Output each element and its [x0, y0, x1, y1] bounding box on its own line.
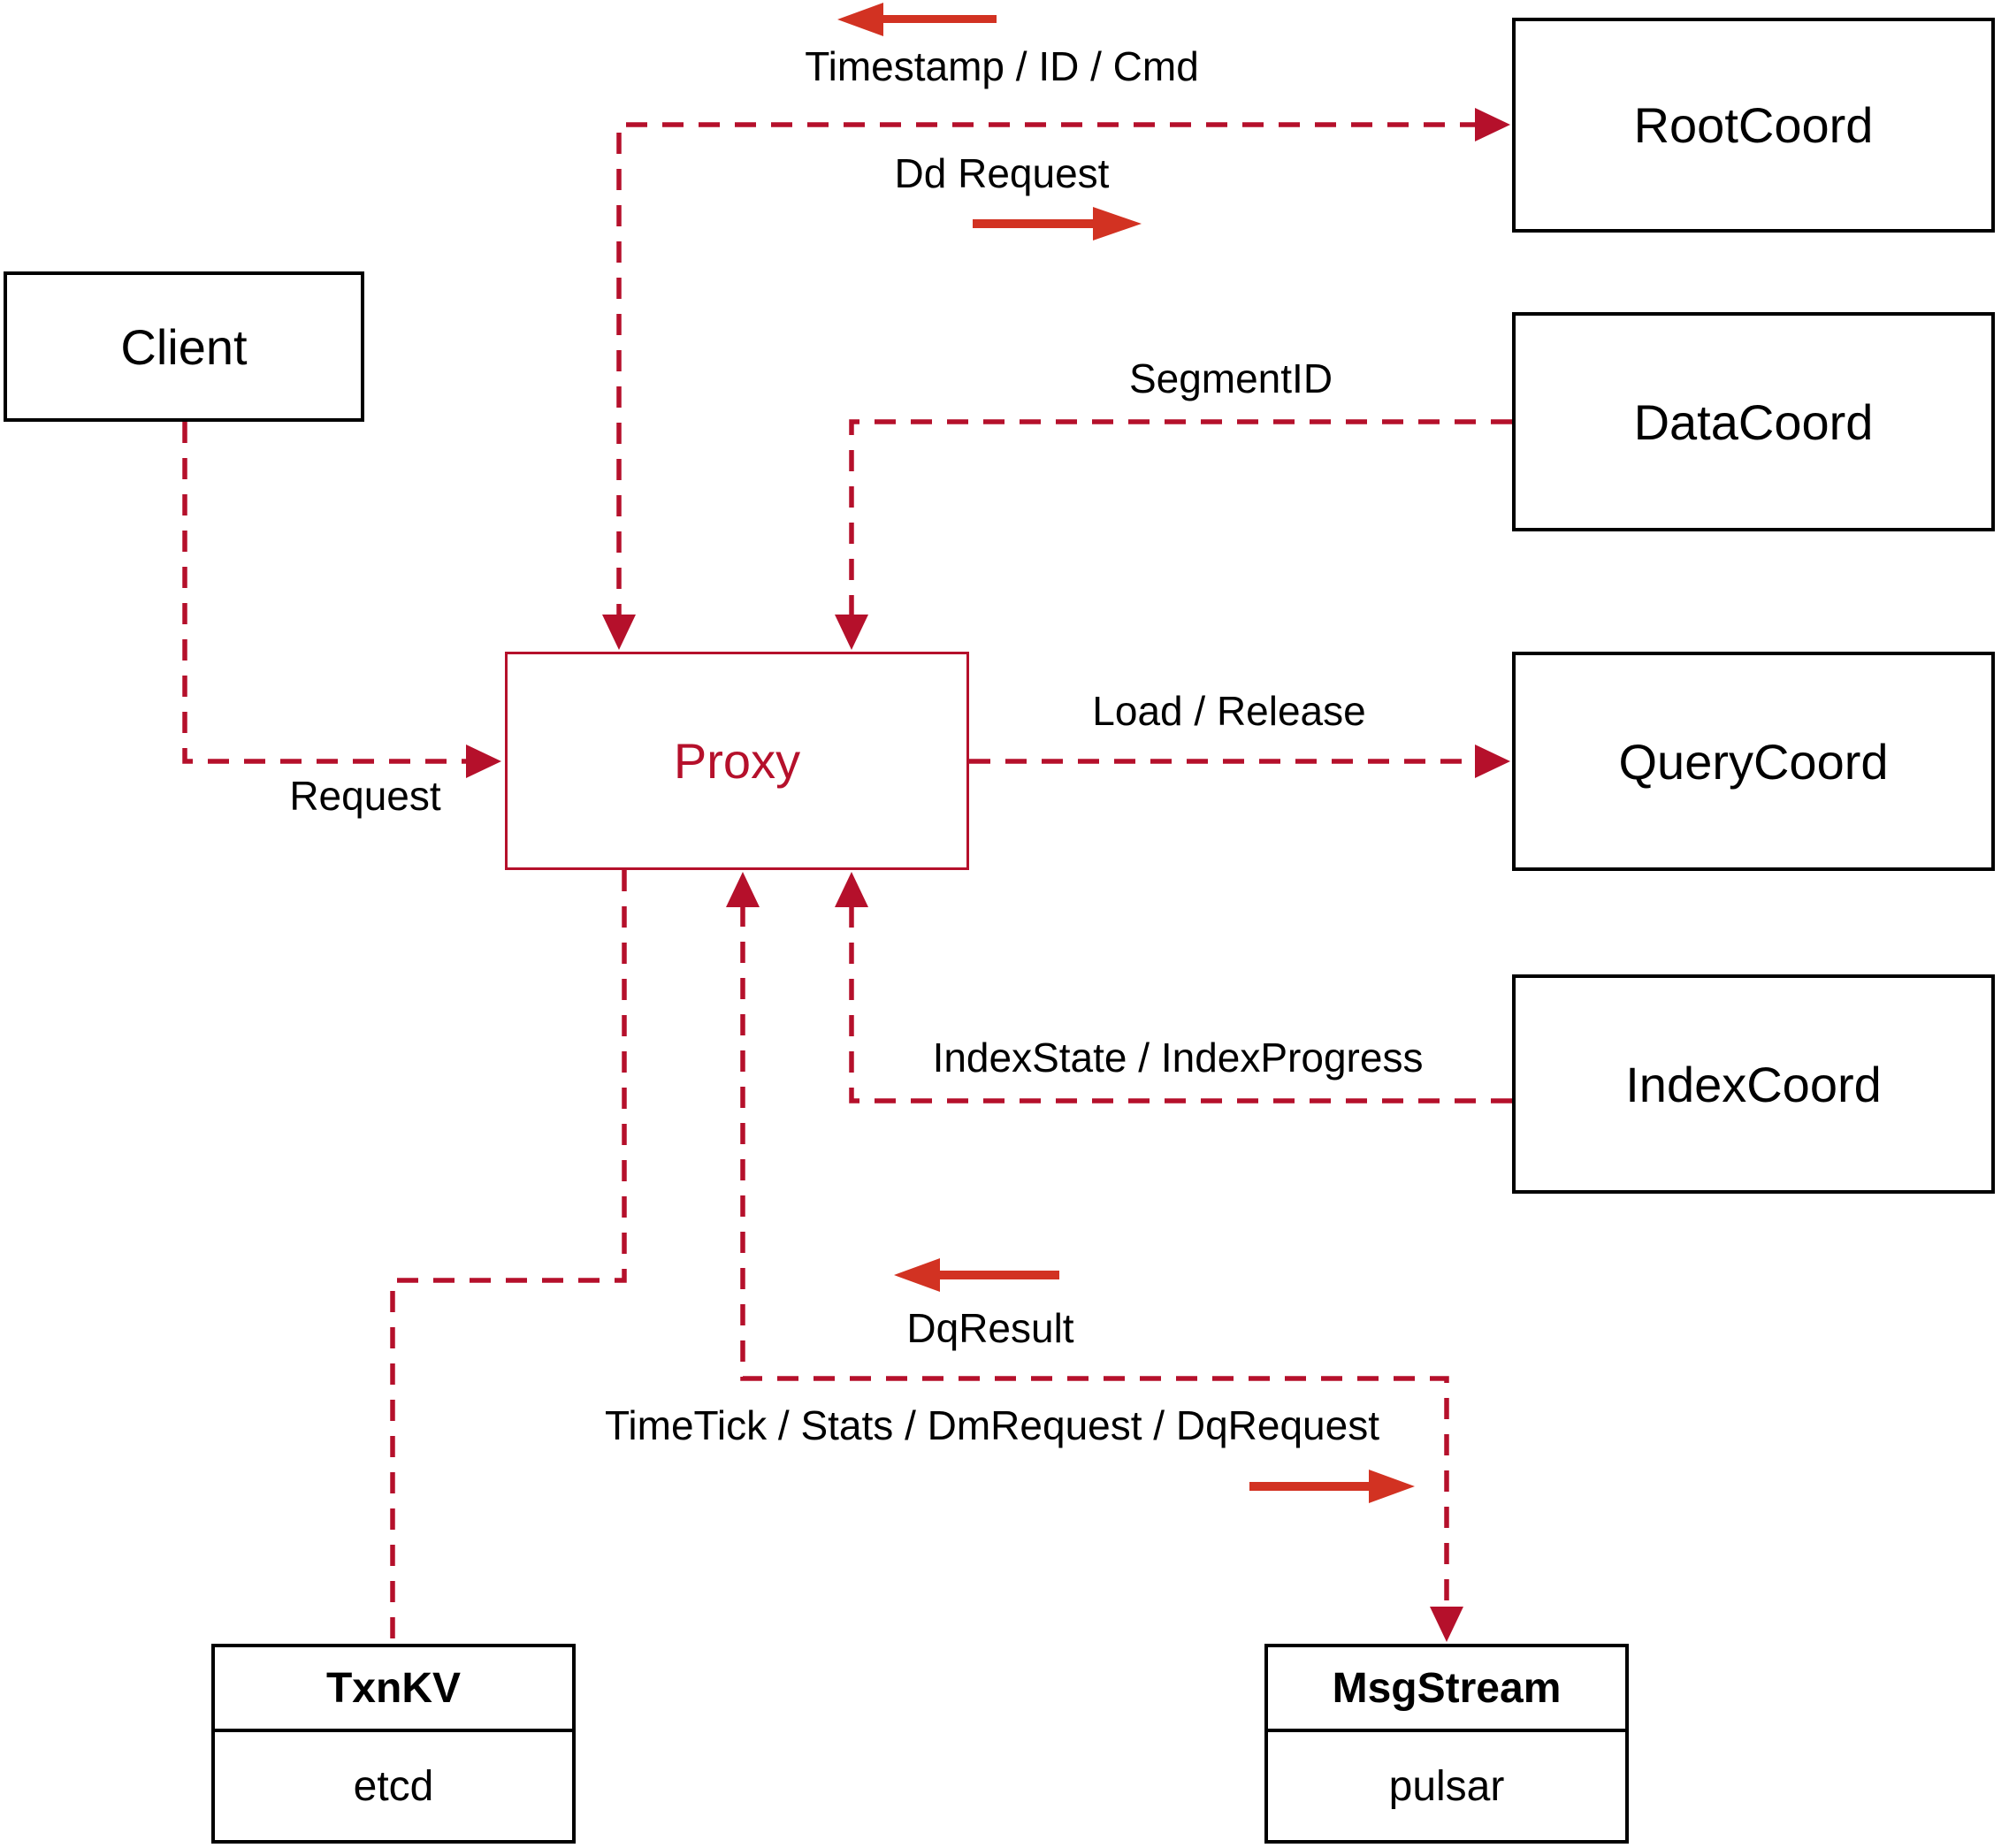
- edge-label-load-release: Load / Release: [1092, 688, 1366, 734]
- arrowhead-into-proxy-bottom-left-icon: [726, 872, 760, 907]
- node-datacoord: DataCoord: [1512, 312, 1995, 531]
- edge-indexcoord-proxy: [849, 905, 1512, 1103]
- edge-datacoord-proxy: [849, 419, 1512, 617]
- arrow-left-dqresult-icon: [894, 1258, 1059, 1292]
- edge-label-dq-result: DqResult: [906, 1305, 1074, 1351]
- node-client-label: Client: [120, 318, 248, 375]
- edge-label-request: Request: [289, 773, 441, 819]
- node-client: Client: [4, 271, 364, 422]
- arrow-right-timetick-icon: [1249, 1470, 1415, 1503]
- arrowhead-into-proxy-top-left-icon: [602, 615, 636, 650]
- node-proxy-label: Proxy: [673, 733, 801, 789]
- node-txnkv-title: TxnKV: [215, 1647, 572, 1732]
- arrowhead-into-querycoord-icon: [1475, 745, 1510, 778]
- arrowhead-into-rootcoord-icon: [1475, 108, 1510, 141]
- arrowhead-into-msgstream-icon: [1430, 1607, 1463, 1642]
- edge-label-segment-id: SegmentID: [1128, 355, 1333, 401]
- edge-label-timestamp-id-cmd: Timestamp / ID / Cmd: [805, 43, 1199, 89]
- arrow-left-timestamp-icon: [837, 3, 997, 36]
- arrowhead-into-proxy-bottom-right-icon: [835, 872, 868, 907]
- node-querycoord-label: QueryCoord: [1618, 733, 1889, 790]
- node-indexcoord: IndexCoord: [1512, 974, 1995, 1194]
- node-indexcoord-label: IndexCoord: [1625, 1056, 1882, 1112]
- node-proxy: Proxy: [505, 652, 969, 870]
- node-rootcoord-label: RootCoord: [1633, 97, 1874, 153]
- arrowhead-into-proxy-left-icon: [466, 745, 501, 778]
- node-msgstream-impl: pulsar: [1388, 1762, 1505, 1810]
- node-msgstream: MsgStream pulsar: [1264, 1644, 1629, 1844]
- edge-proxy-rootcoord: [616, 122, 1477, 625]
- arrowhead-into-proxy-top-right-icon: [835, 615, 868, 650]
- node-txnkv-impl: etcd: [353, 1762, 434, 1810]
- node-txnkv: TxnKV etcd: [211, 1644, 576, 1844]
- node-msgstream-title: MsgStream: [1268, 1647, 1625, 1732]
- edge-proxy-txnkv: [390, 870, 627, 1644]
- node-querycoord: QueryCoord: [1512, 652, 1995, 871]
- edge-label-dd-request: Dd Request: [894, 150, 1110, 196]
- edge-label-timetick-stats: TimeTick / Stats / DmRequest / DqRequest: [605, 1402, 1379, 1448]
- node-datacoord-label: DataCoord: [1633, 393, 1874, 450]
- arrow-right-dd-request-icon: [973, 207, 1142, 241]
- edge-client-proxy: [182, 422, 472, 764]
- edge-proxy-msgstream: [740, 905, 1449, 1609]
- edge-label-index-state-progress: IndexState / IndexProgress: [932, 1035, 1424, 1081]
- node-rootcoord: RootCoord: [1512, 18, 1995, 233]
